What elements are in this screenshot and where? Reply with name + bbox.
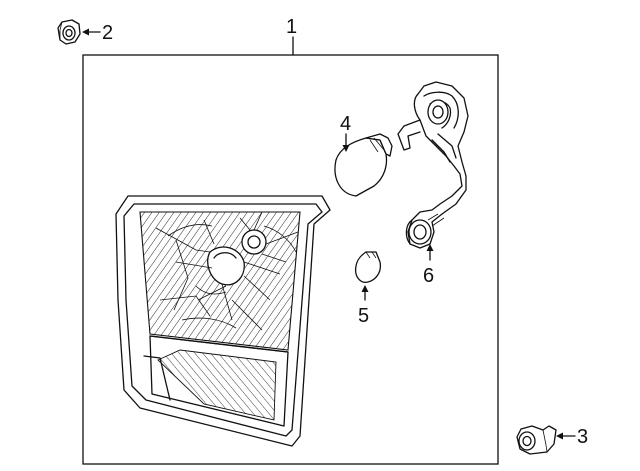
assembly-frame — [82, 54, 499, 465]
callout-2: 2 — [82, 22, 113, 44]
callout-2-label: 2 — [102, 22, 113, 44]
callout-5-label: 5 — [358, 305, 369, 327]
callout-3: 3 — [556, 426, 588, 448]
tail-lamp-assembly-icon — [115, 195, 331, 447]
callout-1-label: 1 — [286, 16, 297, 38]
bulb-icon — [334, 133, 393, 197]
socket-harness-icon — [397, 81, 469, 249]
clip-nut-icon — [516, 425, 557, 455]
clip-nut-icon — [57, 19, 81, 45]
callout-3-label: 3 — [577, 426, 588, 448]
callout-5: 5 — [358, 285, 369, 327]
callout-4: 4 — [340, 113, 351, 152]
callout-6-label: 6 — [423, 265, 434, 287]
small-bulb-icon — [354, 251, 382, 283]
callout-4-label: 4 — [340, 113, 351, 135]
callout-1: 1 — [286, 16, 297, 56]
callout-6: 6 — [423, 244, 434, 287]
